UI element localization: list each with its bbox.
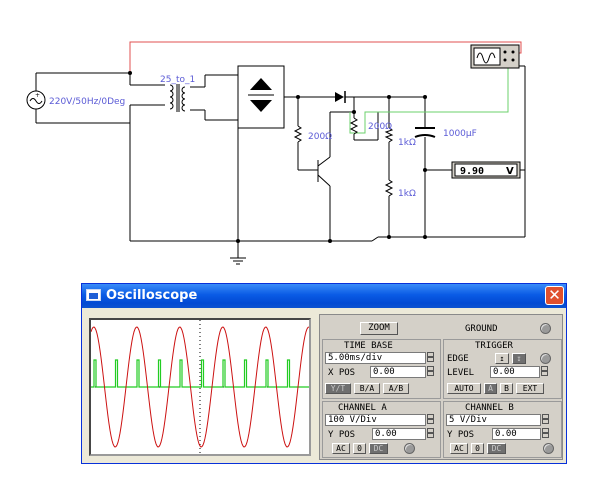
close-button[interactable]: ✕ (545, 286, 564, 305)
x-pos-spinner[interactable] (427, 366, 434, 378)
resistor-200-a-label: 200Ω (308, 132, 332, 142)
mode-ab-button[interactable]: A/B (383, 383, 409, 394)
transformer-icon (169, 84, 186, 112)
voltmeter-value: 9.90 (460, 166, 484, 177)
channel-b-ypos-spinner[interactable] (542, 428, 549, 440)
channel-b-scale-spinner[interactable] (542, 414, 549, 426)
oscilloscope-titlebar[interactable]: Oscilloscope ✕ (82, 284, 566, 308)
mode-ba-button[interactable]: B/A (354, 383, 380, 394)
oscilloscope-instrument-icon[interactable] (470, 44, 520, 69)
channel-b-dc-button[interactable]: DC (487, 443, 506, 454)
channel-b-section (443, 401, 562, 458)
channel-a-zero-button[interactable]: 0 (353, 443, 366, 454)
falling-edge-icon: ↧ (516, 354, 522, 363)
voltmeter-icon (451, 161, 521, 179)
time-base-field[interactable]: 5.00ms/div (325, 352, 426, 364)
edge-rising-button[interactable]: ↥ (495, 353, 509, 364)
diode-icon (335, 91, 346, 103)
channel-a-title: CHANNEL A (338, 403, 387, 413)
channel-b-scale-field[interactable]: 5 V/Div (446, 414, 541, 426)
svg-text:+: + (35, 92, 40, 99)
capacitor-label: 1000µF (443, 129, 477, 139)
ac-source-icon: + (26, 90, 46, 110)
level-field[interactable]: 0.00 (490, 366, 540, 378)
channel-a-ypos-label: Y POS (328, 430, 356, 440)
time-base-title: TIME BASE (344, 341, 393, 351)
channel-b-zero-button[interactable]: 0 (471, 443, 484, 454)
resistor-1k-a-icon (384, 127, 394, 143)
channel-a-section (322, 401, 441, 458)
x-pos-field[interactable]: 0.00 (370, 366, 426, 378)
trigger-a-button[interactable]: A (484, 383, 497, 394)
controls-panel: ZOOM GROUND TIME BASE 5.00ms/div X POS 0… (319, 314, 563, 460)
channel-a-trace (90, 326, 310, 448)
resistor-200-a-icon (293, 125, 303, 143)
resistor-200-b-label: 200Ω (368, 122, 392, 132)
resistor-1k-b-label: 1kΩ (398, 189, 416, 199)
trigger-terminal[interactable] (540, 353, 551, 364)
channel-b-trace (91, 359, 309, 388)
oscilloscope-window: Oscilloscope ✕ ZOOM GROUND TIME BASE 5.0… (81, 283, 567, 464)
circuit-schematic: + (26, 41, 526, 265)
channel-a-scale-field[interactable]: 100 V/Div (325, 414, 426, 426)
channel-a-ypos-spinner[interactable] (427, 428, 434, 440)
channel-b-terminal[interactable] (543, 443, 554, 454)
trigger-b-button[interactable]: B (500, 383, 513, 394)
oscilloscope-title: Oscilloscope (106, 288, 198, 303)
time-base-spinner[interactable] (427, 352, 434, 364)
time-base-section (322, 339, 441, 399)
ground-terminal[interactable] (540, 323, 551, 334)
mode-yt-button[interactable]: Y/T (325, 383, 351, 394)
close-icon: ✕ (548, 286, 561, 304)
resistor-1k-b-icon (384, 179, 394, 197)
transformer-label: 25_to_1 (160, 75, 195, 85)
capacitor-icon (414, 127, 436, 138)
channel-b-ac-button[interactable]: AC (450, 443, 468, 454)
channel-a-scale-spinner[interactable] (427, 414, 434, 426)
channel-a-ac-button[interactable]: AC (332, 443, 350, 454)
oscilloscope-display (89, 318, 311, 456)
rising-edge-icon: ↥ (499, 354, 505, 363)
ground-label: GROUND (465, 324, 498, 334)
bridge-rectifier-icon (237, 65, 285, 129)
level-spinner[interactable] (541, 366, 548, 378)
oscilloscope-app-icon (86, 289, 101, 301)
zoom-button[interactable]: ZOOM (360, 322, 398, 335)
channel-b-title: CHANNEL B (465, 403, 514, 413)
level-label: LEVEL (447, 368, 475, 378)
channel-a-terminal[interactable] (404, 443, 415, 454)
channel-b-ypos-field[interactable]: 0.00 (492, 428, 541, 440)
edge-falling-button[interactable]: ↧ (512, 353, 526, 364)
voltmeter-unit: V (506, 166, 514, 177)
trigger-section (443, 339, 562, 399)
resistor-200-b-icon (349, 117, 359, 135)
trigger-title: TRIGGER (475, 341, 513, 351)
edge-label: EDGE (447, 354, 469, 364)
trigger-ext-button[interactable]: EXT (516, 383, 544, 394)
resistor-1k-a-label: 1kΩ (398, 138, 416, 148)
source-label: 220V/50Hz/0Deg (49, 97, 125, 107)
channel-a-dc-button[interactable]: DC (369, 443, 388, 454)
trigger-auto-button[interactable]: AUTO (447, 383, 481, 394)
trace-plot (90, 320, 310, 454)
channel-b-ypos-label: Y POS (447, 430, 475, 440)
channel-a-ypos-field[interactable]: 0.00 (372, 428, 426, 440)
x-pos-label: X POS (328, 368, 356, 378)
